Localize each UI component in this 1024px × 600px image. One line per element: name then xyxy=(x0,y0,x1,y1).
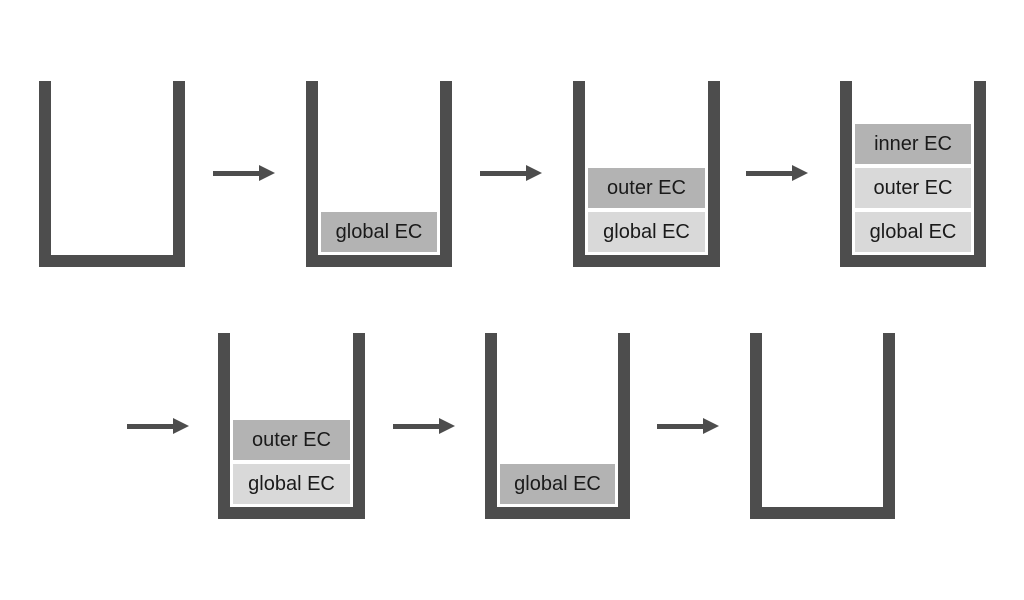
arrow-head xyxy=(792,165,808,181)
frame-outer-ec: outer EC xyxy=(855,168,971,208)
arrow-right-icon xyxy=(746,165,808,181)
arrow-shaft xyxy=(213,170,259,176)
stack-step-1-empty xyxy=(39,81,185,267)
stack-step-2: global EC xyxy=(306,81,452,267)
stack-step-4: inner EC outer EC global EC xyxy=(840,81,986,267)
arrow-shaft xyxy=(657,423,703,429)
frame-inner-ec: inner EC xyxy=(855,124,971,164)
arrow-right-icon xyxy=(213,165,275,181)
frame-global-ec: global EC xyxy=(233,464,350,504)
stack-step-6: global EC xyxy=(485,333,630,519)
frame-global-ec: global EC xyxy=(500,464,615,504)
arrow-head xyxy=(439,418,455,434)
frame-outer-ec: outer EC xyxy=(233,420,350,460)
arrow-shaft xyxy=(480,170,526,176)
arrow-right-icon xyxy=(480,165,542,181)
stack-step-5: outer EC global EC xyxy=(218,333,365,519)
arrow-shaft xyxy=(393,423,439,429)
frame-outer-ec: outer EC xyxy=(588,168,705,208)
arrow-head xyxy=(526,165,542,181)
arrow-right-icon xyxy=(393,418,455,434)
arrow-right-icon xyxy=(127,418,189,434)
frame-global-ec: global EC xyxy=(321,212,437,252)
arrow-head xyxy=(703,418,719,434)
frame-global-ec: global EC xyxy=(588,212,705,252)
stack-step-3: outer EC global EC xyxy=(573,81,720,267)
arrow-right-icon xyxy=(657,418,719,434)
frame-global-ec: global EC xyxy=(855,212,971,252)
arrow-shaft xyxy=(746,170,792,176)
arrow-head xyxy=(173,418,189,434)
arrow-shaft xyxy=(127,423,173,429)
stack-step-7-empty xyxy=(750,333,895,519)
arrow-head xyxy=(259,165,275,181)
